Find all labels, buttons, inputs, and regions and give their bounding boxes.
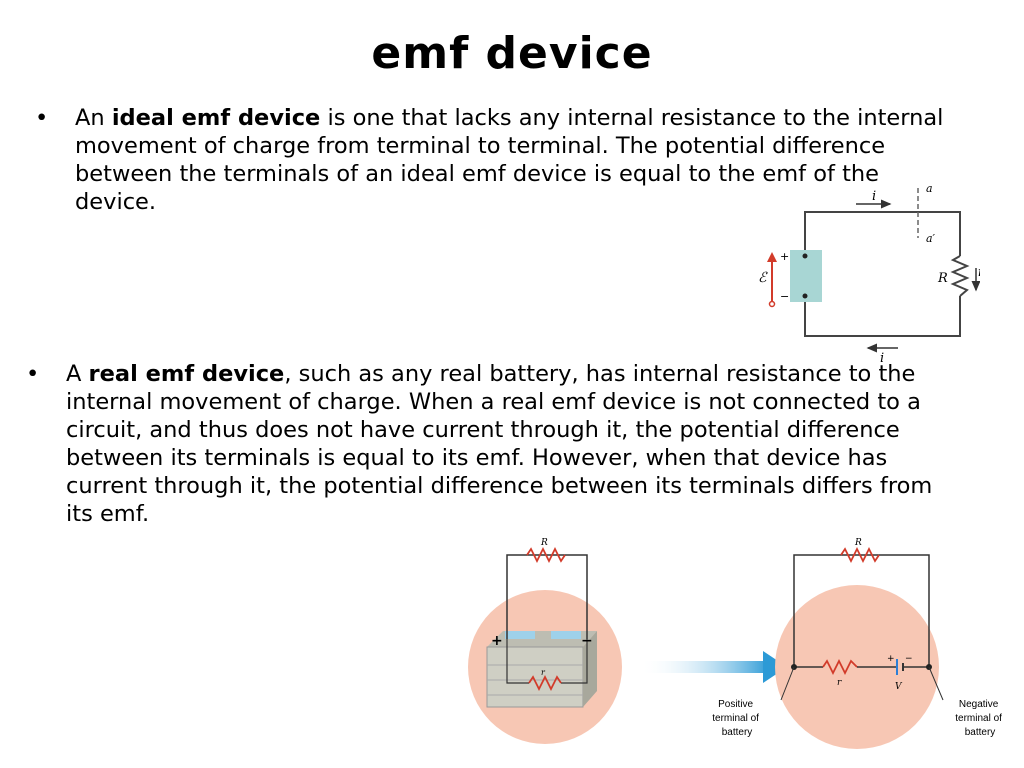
ideal-emf-circuit-diagram: ℰ + − a a′ i i R i xyxy=(758,182,980,366)
bullet-real-text: A real emf device, such as any real batt… xyxy=(66,360,946,528)
current-label-bottom: i xyxy=(880,351,884,366)
current-label-right: i xyxy=(978,265,980,280)
svg-text:r: r xyxy=(541,668,546,677)
negative-terminal-label: Negative terminal of battery xyxy=(955,699,1004,738)
resistor-r-left xyxy=(528,674,562,692)
svg-text:+: + xyxy=(491,633,503,649)
bullet-prefix: A xyxy=(66,361,89,387)
resistor-r-right xyxy=(822,658,858,676)
point-a-label: a xyxy=(926,182,933,195)
resistor-label: R xyxy=(937,271,948,286)
svg-text:−: − xyxy=(581,633,593,649)
bullet-body: is one that lacks any internal resistanc… xyxy=(75,105,944,215)
svg-text:+: + xyxy=(887,654,895,664)
bullet-prefix: An xyxy=(75,105,112,131)
resistor-R-left xyxy=(526,546,566,564)
svg-text:+: + xyxy=(780,250,789,263)
real-battery-diagram: R r + − R r + − V Positive terminal of b… xyxy=(468,538,1004,749)
point-a-prime-label: a′ xyxy=(926,232,936,245)
svg-text:R: R xyxy=(540,538,548,548)
bullet-ideal-text: An ideal emf device is one that lacks an… xyxy=(75,104,945,216)
battery-icon xyxy=(486,631,597,708)
bullet-body: , such as any real battery, has internal… xyxy=(66,361,933,527)
svg-text:−: − xyxy=(905,654,913,664)
emf-symbol: ℰ xyxy=(758,270,768,286)
svg-text:V: V xyxy=(895,682,903,692)
resistor-r xyxy=(950,255,970,297)
bullet-ideal-emf: • An ideal emf device is one that lacks … xyxy=(35,104,945,216)
positive-terminal-label: Positive terminal of battery xyxy=(712,699,761,738)
resistor-R-right xyxy=(840,546,880,564)
bullet-real-emf: • A real emf device, such as any real ba… xyxy=(26,360,946,528)
svg-text:R: R xyxy=(854,538,862,548)
bullet-bold-term: real emf device xyxy=(88,361,285,387)
bullet-marker: • xyxy=(35,105,49,131)
svg-text:r: r xyxy=(837,678,842,688)
bullet-bold-term: ideal emf device xyxy=(111,105,321,131)
bullet-marker: • xyxy=(26,361,40,387)
emf-device-block xyxy=(790,250,822,302)
page-title: emf device xyxy=(371,28,653,79)
current-label-top: i xyxy=(872,189,876,204)
svg-text:−: − xyxy=(780,290,789,303)
